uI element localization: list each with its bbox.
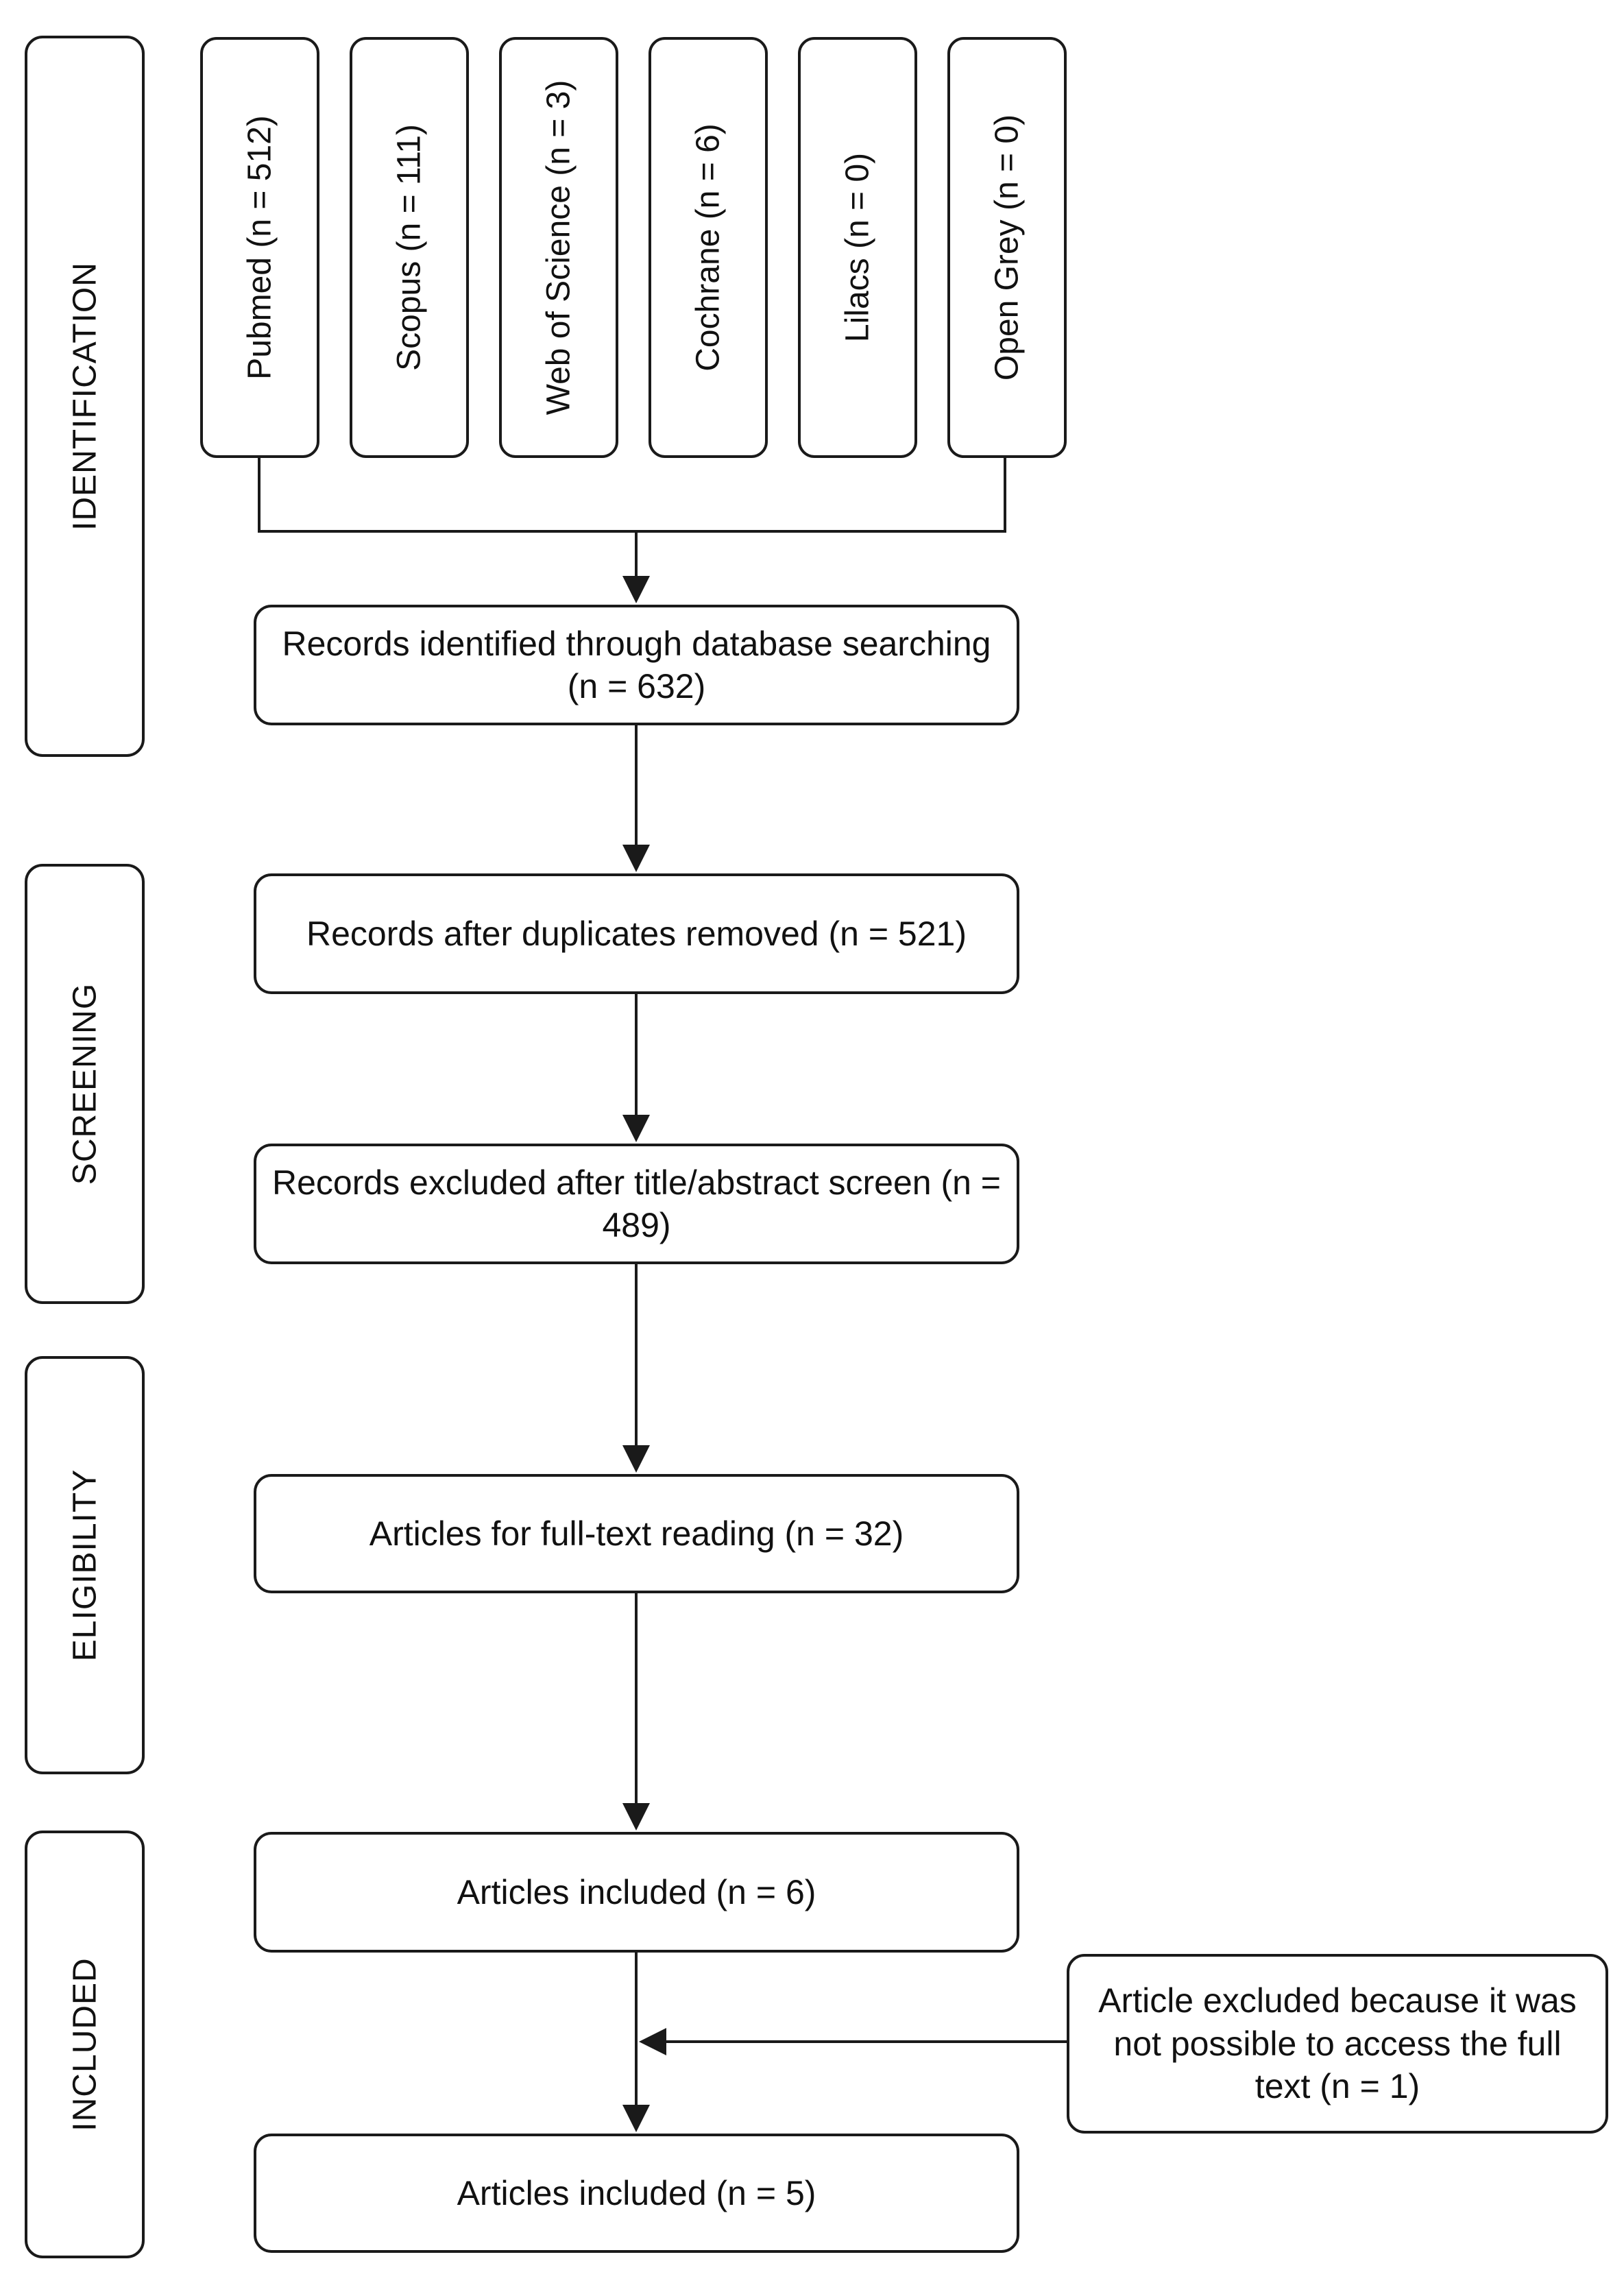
source-web-of-science: Web of Science (n = 3) <box>499 37 618 458</box>
box-articles-included-6-text: Articles included (n = 6) <box>457 1872 816 1911</box>
box-articles-included-5: Articles included (n = 5) <box>254 2134 1019 2253</box>
stage-eligibility: ELIGIBILITY <box>25 1356 145 1774</box>
box-article-excluded-access: Article excluded because it was not poss… <box>1067 1954 1608 2134</box>
box-records-deduplicated: Records after duplicates removed (n = 52… <box>254 873 1019 994</box>
stage-included: INCLUDED <box>25 1831 145 2258</box>
source-web-of-science-label: Web of Science (n = 3) <box>540 80 577 415</box>
box-articles-included-6: Articles included (n = 6) <box>254 1832 1019 1953</box>
source-open-grey: Open Grey (n = 0) <box>947 37 1067 458</box>
box-records-identified: Records identified through database sear… <box>254 605 1019 725</box>
source-lilacs: Lilacs (n = 0) <box>798 37 917 458</box>
source-open-grey-label: Open Grey (n = 0) <box>989 114 1026 381</box>
stage-included-label: INCLUDED <box>66 1957 103 2131</box>
source-scopus: Scopus (n = 111) <box>350 37 469 458</box>
source-lilacs-label: Lilacs (n = 0) <box>839 152 876 343</box>
stage-identification-label: IDENTIFICATION <box>66 262 103 531</box>
stage-screening-label: SCREENING <box>66 982 103 1185</box>
source-pubmed-label: Pubmed (n = 512) <box>241 115 278 380</box>
box-records-identified-text: Records identified through database sear… <box>282 624 991 706</box>
box-full-text-reading: Articles for full-text reading (n = 32) <box>254 1474 1019 1593</box>
source-pubmed: Pubmed (n = 512) <box>200 37 319 458</box>
source-cochrane: Cochrane (n = 6) <box>649 37 768 458</box>
box-article-excluded-access-text: Article excluded because it was not poss… <box>1098 1981 1577 2106</box>
stage-screening: SCREENING <box>25 864 145 1304</box>
box-full-text-reading-text: Articles for full-text reading (n = 32) <box>369 1514 904 1553</box>
box-articles-included-5-text: Articles included (n = 5) <box>457 2173 816 2212</box>
source-scopus-label: Scopus (n = 111) <box>391 124 428 371</box>
stage-eligibility-label: ELIGIBILITY <box>66 1469 103 1662</box>
box-records-deduplicated-text: Records after duplicates removed (n = 52… <box>306 914 967 953</box>
source-cochrane-label: Cochrane (n = 6) <box>690 123 727 372</box>
box-records-excluded-screen-text: Records excluded after title/abstract sc… <box>271 1163 1001 1245</box>
box-records-excluded-screen: Records excluded after title/abstract sc… <box>254 1144 1019 1264</box>
stage-identification: IDENTIFICATION <box>25 36 145 757</box>
